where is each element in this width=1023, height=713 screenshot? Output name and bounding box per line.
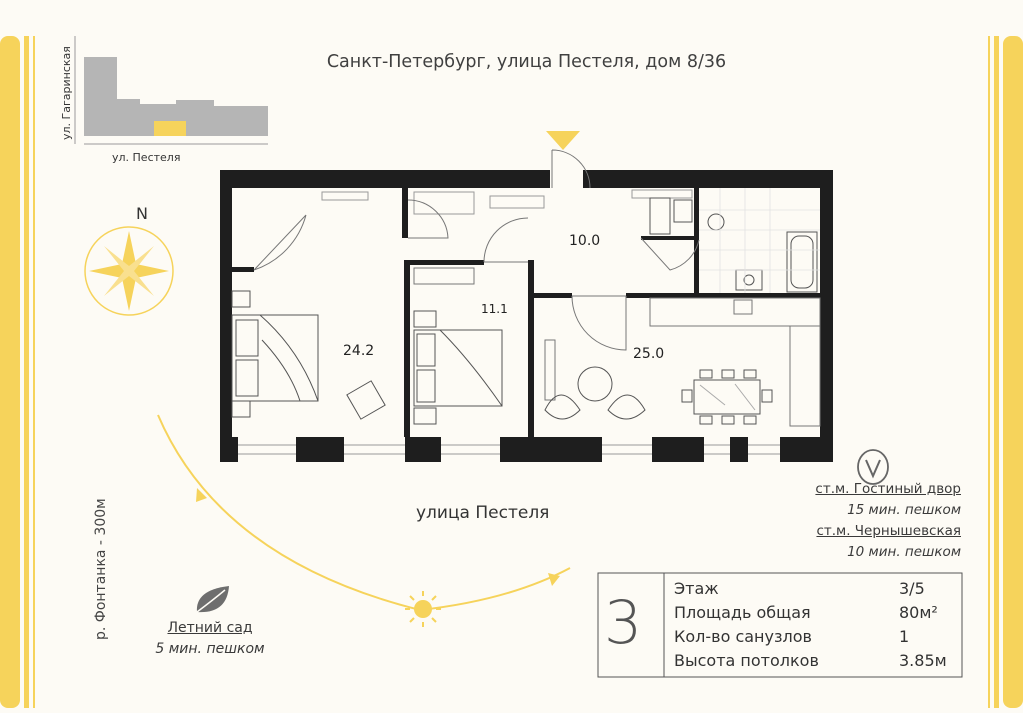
garden-name: Летний сад xyxy=(167,620,253,636)
spec-value-floor: 3/5 xyxy=(899,579,925,598)
spec-label-bathrooms: Кол-во санузлов xyxy=(674,627,812,646)
spec-value-bathrooms: 1 xyxy=(899,627,910,646)
metro-station-1: ст.м. Гостиный двор xyxy=(815,481,961,497)
plan-street-label: улица Пестеля xyxy=(416,503,550,523)
address-title: Санкт-Петербург, улица Пестеля, дом 8/36 xyxy=(326,52,727,72)
lounge-chairs-icon xyxy=(544,394,646,420)
sun-icon xyxy=(405,591,441,627)
compass-rose-icon xyxy=(84,226,174,316)
metro-walk-2: 10 мин. пешком xyxy=(847,544,961,560)
double-bed-small-icon xyxy=(413,310,503,425)
metro-station-2: ст.м. Чернышевская xyxy=(816,523,961,539)
room-area-kitchen-living: 25.0 xyxy=(633,346,665,362)
floor-plan xyxy=(220,149,833,462)
armchair-icon xyxy=(346,380,386,420)
location-minimap xyxy=(74,36,268,145)
spec-value-ceiling: 3.85м xyxy=(899,651,947,670)
spec-value-area: 80м² xyxy=(899,603,938,622)
compass-north-label: N xyxy=(136,204,148,223)
dining-table-icon xyxy=(681,369,773,425)
metro-icon xyxy=(857,449,889,485)
minimap-street-horizontal: ул. Пестеля xyxy=(112,151,181,164)
kitchen-counter xyxy=(544,297,821,427)
right-accent-stripe xyxy=(988,36,1023,708)
garden-walk: 5 мин. пешком xyxy=(155,641,265,657)
spec-label-ceiling: Высота потолков xyxy=(674,651,819,670)
spec-label-floor: Этаж xyxy=(674,579,719,598)
floor-number: 3 xyxy=(604,588,643,658)
room-area-bedroom-large: 24.2 xyxy=(343,343,375,359)
double-bed-large-icon xyxy=(231,290,319,418)
leaf-icon xyxy=(196,586,229,613)
round-table-icon xyxy=(577,366,613,402)
entrance-marker-icon xyxy=(546,131,580,150)
room-area-bedroom-small: 11.1 xyxy=(481,302,508,316)
metro-walk-1: 15 мин. пешком xyxy=(847,502,961,518)
spec-label-area: Площадь общая xyxy=(674,603,811,622)
room-area-hall: 10.0 xyxy=(569,233,601,249)
left-accent-stripe xyxy=(0,36,35,708)
sun-path-arc xyxy=(157,414,571,611)
